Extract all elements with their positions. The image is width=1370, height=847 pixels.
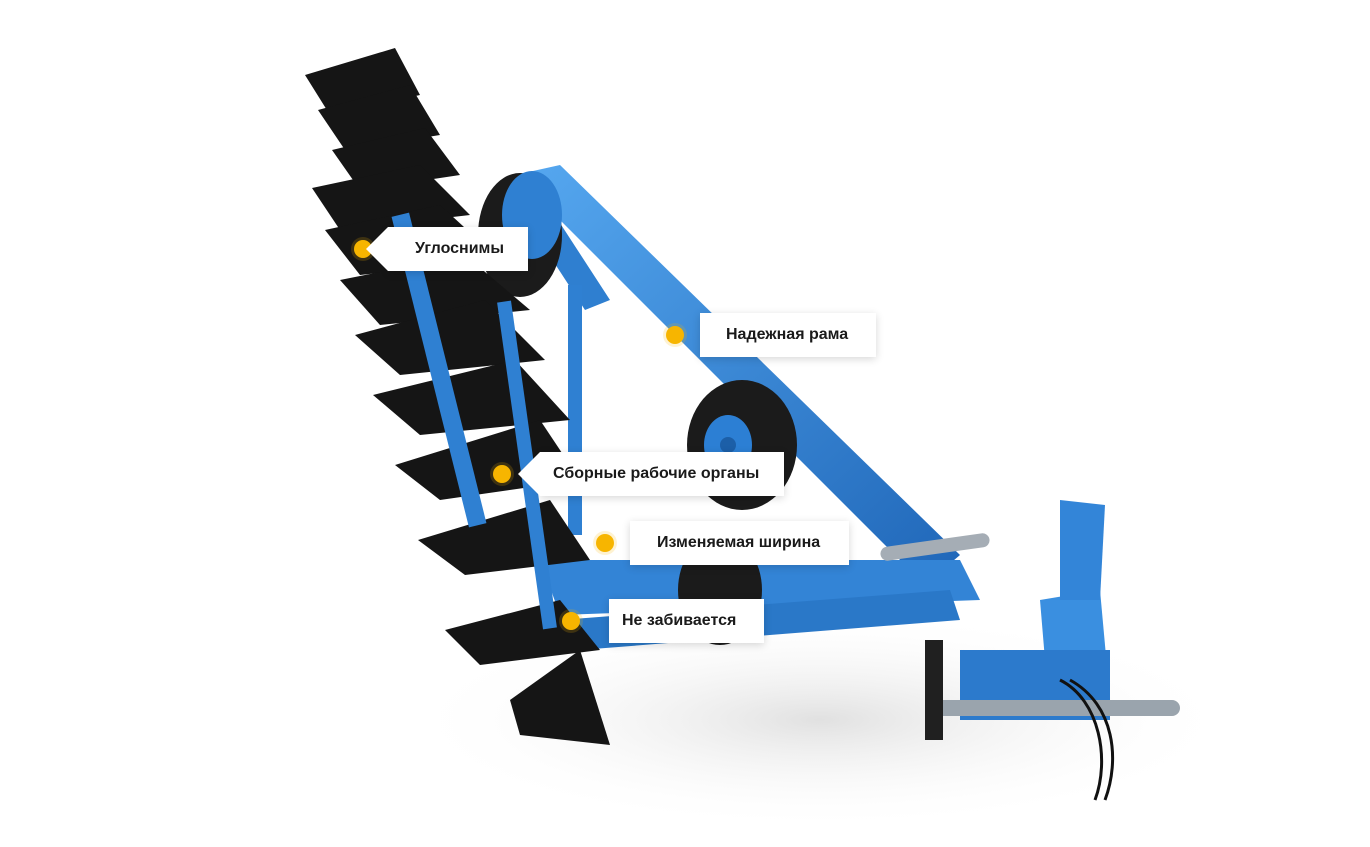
callout-label: Углоснимы [415, 240, 505, 257]
callout-ugolsnimy[interactable]: Углоснимы [366, 227, 528, 271]
callout-label: Изменяемая ширина [657, 534, 821, 551]
hotspot-marker-no-clog[interactable] [562, 612, 580, 630]
hydraulic-hoses [1059, 678, 1115, 801]
mouldboard-blades [305, 48, 610, 745]
callout-width[interactable]: Изменяемая ширина [630, 521, 849, 565]
callout-label: Сборные рабочие органы [553, 465, 760, 482]
callout-frame[interactable]: Надежная рама [700, 313, 876, 357]
callout-no-clog[interactable]: Не забивается [609, 599, 764, 643]
callout-label: Не забивается [622, 612, 737, 629]
callout-label: Надежная рама [726, 326, 849, 343]
hotspot-marker-frame[interactable] [666, 326, 684, 344]
hotspot-marker-width[interactable] [596, 534, 614, 552]
hotspot-marker-work-parts[interactable] [493, 465, 511, 483]
callout-work-parts[interactable]: Сборные рабочие органы [518, 452, 784, 496]
